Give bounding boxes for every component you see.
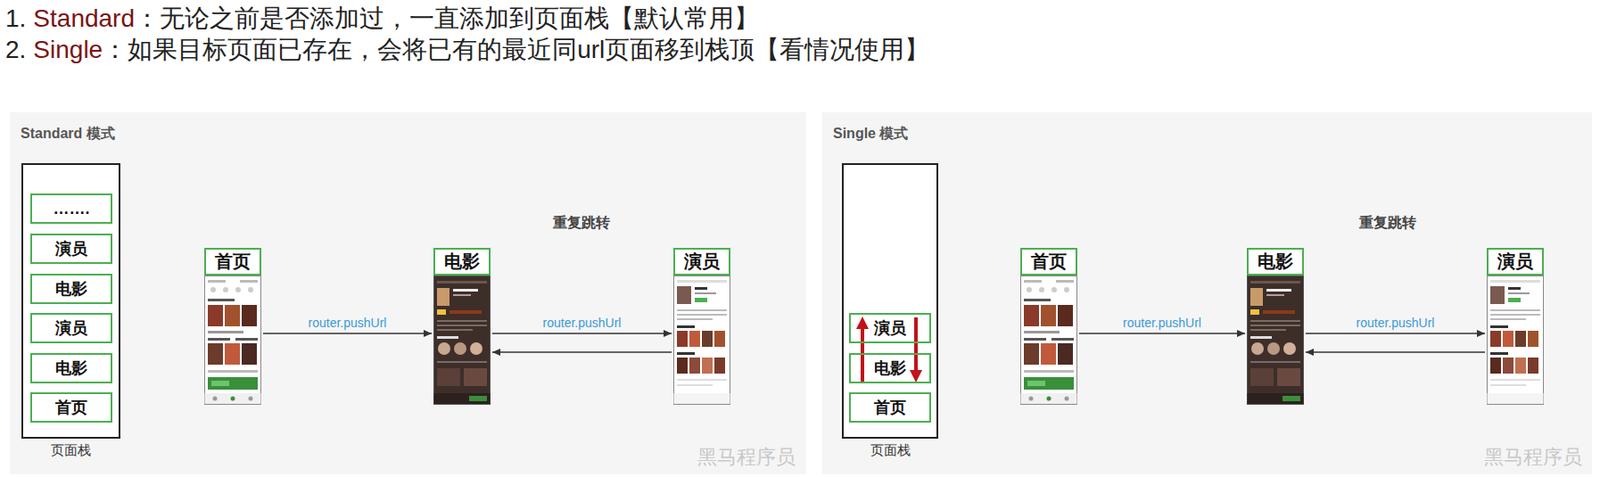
navigation-arrow [1079, 332, 1246, 334]
navigation-arrow [263, 332, 432, 334]
watermark: 黑马程序员 [697, 444, 796, 471]
stack-entry: 电影 [30, 353, 113, 384]
page-screen: 演员 [1486, 247, 1544, 405]
entry-text: 电影 [874, 357, 907, 380]
list-number: 2. [5, 35, 26, 64]
page-stack: 页面栈…….演员电影演员电影首页 [21, 163, 121, 439]
arrow-head [909, 370, 923, 383]
stack-entry: 首页 [849, 392, 932, 423]
page-title: 电影 [433, 247, 491, 276]
phone-screenshot [1021, 276, 1078, 405]
page-title: 首页 [204, 247, 262, 276]
page-stack: 页面栈演员电影首页 [841, 163, 939, 439]
mode-panel: Standard 模式页面栈…….演员电影演员电影首页首页电影演员 [9, 112, 807, 475]
entry-text: 电影 [55, 357, 88, 380]
entry-text: 演员 [55, 317, 88, 339]
page-title: 演员 [673, 247, 731, 276]
page-screen: 首页 [1020, 247, 1078, 405]
page-screen: 电影 [433, 247, 491, 405]
edge-label: router.pushUrl [540, 315, 625, 330]
entry-text: 电影 [55, 278, 88, 300]
mode-keyword: Standard [32, 4, 135, 33]
mode-description: ：无论之前是否添加过，一直添加到页面栈【默认常用】 [134, 4, 759, 33]
navigation-arrow [492, 351, 672, 353]
list-number: 1. [5, 4, 26, 33]
phone-screenshot [1247, 276, 1304, 405]
navigation-arrow [492, 332, 672, 334]
edge-label: router.pushUrl [1120, 315, 1205, 330]
phone-screenshot [1487, 276, 1544, 405]
repeat-note: 重复跳转 [1359, 214, 1417, 233]
navigation-arrow [1305, 332, 1485, 334]
page-title: 演员 [1486, 247, 1544, 276]
entry-text: 首页 [874, 396, 907, 419]
repeat-note: 重复跳转 [552, 214, 611, 233]
stack-ground [21, 163, 121, 439]
stack-caption: 页面栈 [870, 442, 911, 460]
phone-screenshot [434, 276, 491, 405]
mode-keyword: Single [32, 35, 103, 64]
arrow-head [856, 316, 869, 330]
navigation-arrow [1305, 351, 1485, 353]
panel-ground [822, 112, 1592, 475]
edge-label: router.pushUrl [305, 315, 390, 330]
mode-panel: Single 模式页面栈演员电影首页首页电影演员 [822, 112, 1592, 475]
stack-entry: 电影 [30, 273, 113, 305]
panel-title: Single 模式 [832, 124, 908, 144]
watermark: 黑马程序员 [1484, 444, 1583, 471]
intro-line: 2.Single：如果目标页面已存在，会将已有的最近同url页面移到栈顶【看情况… [5, 33, 930, 66]
edge-label: router.pushUrl [1353, 315, 1438, 330]
move-down-arrow [914, 317, 918, 372]
stack-entry: 首页 [30, 392, 113, 423]
stack-entry: ……. [30, 193, 113, 224]
page-title: 电影 [1246, 247, 1304, 276]
panel-ground [9, 112, 807, 475]
intro-line: 1.Standard：无论之前是否添加过，一直添加到页面栈【默认常用】 [5, 2, 759, 34]
phone-screenshot [674, 276, 731, 405]
move-up-arrow [860, 328, 865, 382]
mode-description: ：如果目标页面已存在，会将已有的最近同url页面移到栈顶【看情况使用】 [102, 35, 930, 64]
entry-text: 演员 [55, 238, 88, 260]
move-arrows [856, 316, 923, 383]
phone-screenshot [205, 276, 262, 405]
panel-title: Standard 模式 [20, 124, 116, 144]
entry-text: 首页 [55, 396, 88, 419]
entry-text: 演员 [874, 317, 907, 339]
entry-text: ……. [52, 199, 90, 219]
page-screen: 电影 [1246, 247, 1304, 405]
stack-ground [841, 163, 939, 439]
stack-entry: 演员 [849, 313, 932, 344]
stack-caption: 页面栈 [50, 442, 91, 460]
stack-entry: 演员 [30, 313, 113, 344]
page-screen: 演员 [673, 247, 731, 405]
page-screen: 首页 [204, 247, 262, 405]
page-title: 首页 [1020, 247, 1078, 276]
stack-entry: 演员 [30, 233, 113, 264]
stack-entry: 电影 [849, 353, 932, 384]
